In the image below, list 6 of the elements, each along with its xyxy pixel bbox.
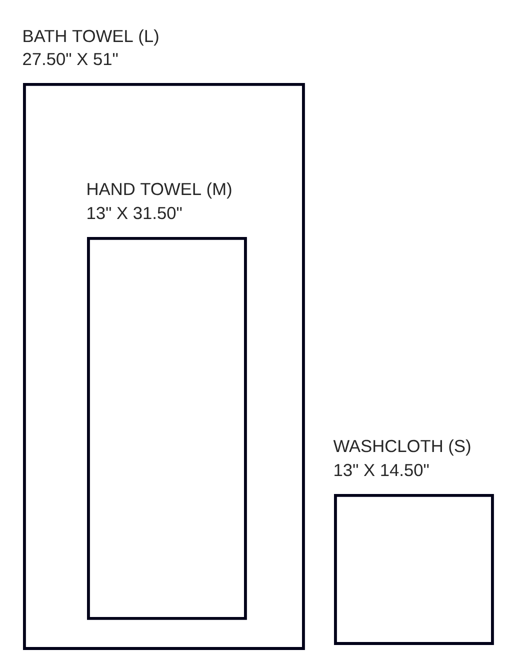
size-label: WASHCLOTH (S): [333, 439, 470, 456]
dimension-label: 13" X 31.50": [88, 206, 182, 220]
dimension-label: 27.50" X 51": [23, 52, 118, 66]
size-label: HAND TOWEL (M): [88, 182, 232, 199]
size-label: BATH TOWEL (L): [24, 29, 158, 46]
dimension-label: 13" X 14.50": [334, 464, 429, 476]
